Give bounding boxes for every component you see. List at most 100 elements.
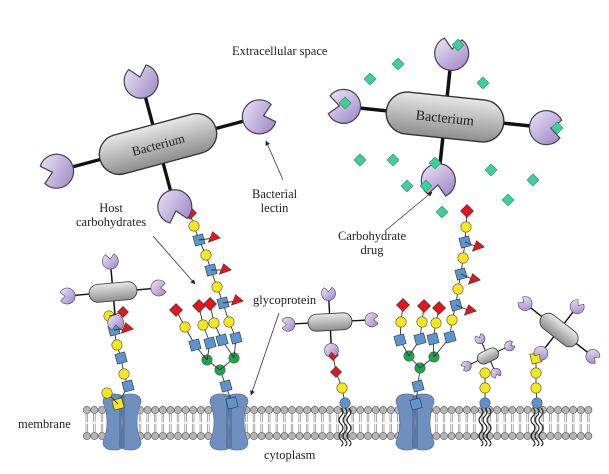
- glcnac-square: [443, 330, 457, 344]
- lipid-head: [250, 432, 258, 440]
- lipid-head: [371, 432, 380, 440]
- bacterial-lectin: [364, 312, 379, 328]
- carbohydrate-drug-diamond: [419, 179, 433, 193]
- glcnac-square: [413, 332, 427, 346]
- lipid-head: [516, 432, 524, 440]
- galactose-circle: [336, 382, 348, 394]
- bacterial-lectin: [321, 287, 336, 301]
- bacterium-right-large: Bacterium: [327, 37, 563, 197]
- fucose-triangle: [120, 322, 134, 334]
- carbohydrate-drug-diamond: [386, 153, 400, 167]
- lipid-head: [447, 406, 456, 414]
- lipid-head: [98, 406, 106, 414]
- lipid-anchor-tail: [538, 407, 544, 447]
- lipid-head: [310, 406, 319, 414]
- fucose-triangle: [467, 273, 481, 285]
- carbohydrate-drug-diamond: [428, 156, 442, 170]
- transmembrane-protein-1: [102, 393, 142, 451]
- galactose-circle: [197, 319, 209, 331]
- lipid-head: [257, 406, 266, 414]
- lipid-head: [364, 406, 372, 414]
- galactose-circle: [395, 316, 407, 328]
- bacterium-body: [88, 281, 138, 303]
- galactose-circle: [530, 367, 542, 379]
- lipid-head: [500, 432, 509, 440]
- lipid-head: [90, 432, 99, 440]
- lipid-head: [174, 406, 182, 414]
- glcnac-square: [121, 379, 135, 393]
- galactose-circle: [211, 281, 223, 293]
- carbohydrate-drug-diamond: [353, 153, 367, 167]
- carbohydrate-drug-diamond: [476, 76, 490, 90]
- lipid-head: [158, 406, 167, 414]
- bacterial-lectin: [569, 299, 585, 315]
- lipid-head: [326, 406, 334, 414]
- lipid-head: [166, 406, 175, 414]
- lipid-head: [181, 406, 190, 414]
- bacterial-lectin: [59, 287, 76, 305]
- bacterium-small-1: [59, 253, 167, 331]
- bacterial-lectin: [504, 340, 516, 352]
- lipid-anchor-tail: [486, 407, 492, 447]
- protein-channel: [226, 396, 232, 448]
- lipid-anchor-2: [478, 407, 492, 447]
- lipid-anchor-tail: [482, 407, 488, 447]
- lipid-head: [333, 406, 342, 414]
- lipid-head: [303, 432, 312, 440]
- lipid-anchor-3: [530, 407, 544, 447]
- arrow-host-carbohydrates: [152, 235, 196, 285]
- galactose-circle: [208, 317, 220, 329]
- glcnac-square: [203, 336, 217, 350]
- galactose-circle: [200, 249, 212, 261]
- lipid-head: [432, 406, 441, 414]
- lipid-head: [364, 432, 372, 440]
- sialic-acid-diamond: [330, 366, 342, 378]
- lipid-head: [310, 432, 319, 440]
- label-glycoprotein: glycoprotein: [253, 293, 317, 307]
- carbohydrate-drug-diamond: [363, 72, 377, 86]
- lipid-head: [447, 432, 456, 440]
- glucose-circle: [531, 397, 543, 409]
- lipid-head: [386, 432, 395, 440]
- lipid-head: [326, 432, 334, 440]
- galactose-circle: [101, 387, 113, 399]
- protein-channel: [412, 396, 418, 448]
- bacterial-lectin: [123, 64, 159, 99]
- lipid-head: [523, 432, 532, 440]
- galactose-circle: [479, 367, 491, 379]
- bacterial-lectin: [150, 279, 167, 297]
- lipid-head: [295, 432, 304, 440]
- bacterium-body: [539, 312, 579, 348]
- bacterium-small-2: [281, 287, 379, 357]
- lipid-head: [508, 406, 517, 414]
- lipid-head: [379, 432, 388, 440]
- lipid-head: [272, 432, 281, 440]
- lipid-head: [204, 406, 213, 414]
- bacterial-lectin: [102, 253, 119, 270]
- lipid-head: [295, 406, 304, 414]
- fucose-triangle: [230, 294, 244, 306]
- lipid-anchor-tail: [338, 407, 344, 447]
- bacterium-body: [98, 112, 218, 176]
- glcnac-square: [409, 397, 423, 411]
- bacterial-lectin: [490, 367, 502, 379]
- lipid-head: [303, 406, 312, 414]
- sialic-acid-diamond: [417, 299, 431, 313]
- bacterial-lectin: [157, 189, 193, 224]
- lipid-head: [576, 406, 585, 414]
- lipid-head: [432, 432, 441, 440]
- bacterial-lectin: [460, 360, 472, 372]
- lipid-head: [508, 432, 517, 440]
- bacterial-lectin: [434, 37, 470, 71]
- lipid-head: [166, 432, 175, 440]
- lipid-head: [493, 406, 502, 414]
- fucose-triangle: [218, 263, 232, 275]
- lipid-head: [523, 406, 532, 414]
- membrane-bilayer: [82, 406, 593, 440]
- lipid-head: [181, 432, 190, 440]
- lipid-head: [576, 432, 585, 440]
- lipid-head: [196, 406, 205, 414]
- sialic-acid-diamond: [169, 303, 183, 317]
- lipid-head: [493, 432, 502, 440]
